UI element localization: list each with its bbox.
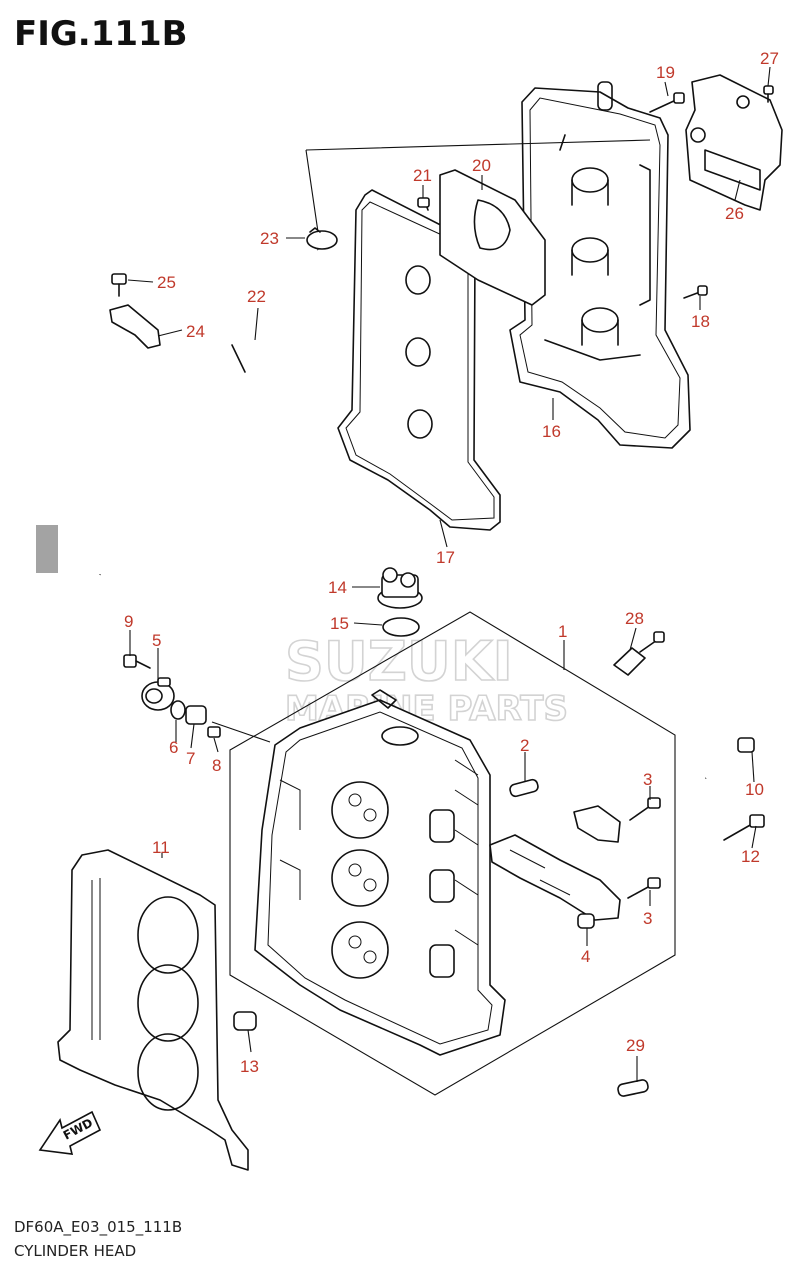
part-number-7: 7 xyxy=(186,749,195,768)
part-number-15: 15 xyxy=(330,614,349,633)
part-number-16: 16 xyxy=(542,422,561,441)
spark-plug xyxy=(613,631,665,676)
o-ring-15 xyxy=(382,617,420,637)
pin-29 xyxy=(617,1079,649,1097)
cylinder-head-gasket xyxy=(57,849,249,1171)
bolt-27 xyxy=(763,85,774,103)
part-number-24: 24 xyxy=(186,322,205,341)
part-number-13: 13 xyxy=(240,1057,259,1076)
part-number-23: 23 xyxy=(260,229,279,248)
part-number-22: 22 xyxy=(247,287,266,306)
part-number-4: 4 xyxy=(581,947,590,966)
bolt-10 xyxy=(705,737,755,780)
part-number-2: 2 xyxy=(520,736,529,755)
bolt-12 xyxy=(723,814,765,841)
part-number-14: 14 xyxy=(328,578,347,597)
diagram-code: DF60A_E03_015_111B xyxy=(14,1218,183,1236)
part-number-27: 27 xyxy=(760,49,779,68)
part-number-21: 21 xyxy=(413,166,432,185)
thermostat-cap xyxy=(141,677,175,711)
bolt-3b xyxy=(627,877,661,899)
part-number-3a: 3 xyxy=(643,770,652,789)
clamp-bracket xyxy=(489,805,621,921)
diagram-caption: CYLINDER HEAD xyxy=(14,1242,137,1260)
hose-clip xyxy=(109,304,161,349)
figure-title: FIG.111B xyxy=(14,14,188,54)
part-number-29: 29 xyxy=(626,1036,645,1055)
part-number-18: 18 xyxy=(691,312,710,331)
cylinder-head-frame xyxy=(229,611,676,1096)
part-number-28: 28 xyxy=(625,609,644,628)
cylinder-head-cover xyxy=(509,81,691,449)
bolt-9 xyxy=(123,654,151,669)
part-number-6: 6 xyxy=(169,738,178,757)
o-ring-6 xyxy=(170,700,186,720)
bolt-25 xyxy=(111,273,127,297)
bolt-8 xyxy=(207,726,221,738)
thermostat-7 xyxy=(185,705,207,725)
bolt-3a xyxy=(629,797,661,821)
part-number-12: 12 xyxy=(741,847,760,866)
bolt-19 xyxy=(649,92,685,113)
dowel-pin-4 xyxy=(577,913,595,929)
part-number-17: 17 xyxy=(436,548,455,567)
part-number-8: 8 xyxy=(212,756,221,775)
part-number-9: 9 xyxy=(124,612,133,631)
fwd-arrow: FWD xyxy=(38,1110,102,1155)
part-number-25: 25 xyxy=(157,273,176,292)
part-number-11: 11 xyxy=(152,838,170,857)
part-number-10: 10 xyxy=(745,780,764,799)
part-number-19: 19 xyxy=(656,63,675,82)
part-number-5: 5 xyxy=(152,631,161,650)
bolt-21 xyxy=(417,197,430,211)
part-number-26: 26 xyxy=(725,204,744,223)
part-number-20: 20 xyxy=(472,156,491,175)
dowel-pin-2 xyxy=(509,778,539,798)
part-number-3b: 3 xyxy=(643,909,652,928)
cylinder-head-body xyxy=(254,689,506,1056)
breather-hose xyxy=(32,245,334,609)
bracket-cover xyxy=(685,74,783,211)
oil-filler-cap xyxy=(377,567,423,609)
hose-clamp xyxy=(306,227,338,250)
part-numbers: 1 2 3 3 4 5 6 7 8 9 10 11 12 13 14 15 16… xyxy=(124,49,779,1076)
dowel-pin-13 xyxy=(233,1011,257,1031)
cover-plate xyxy=(439,169,546,306)
watermark-line1: SUZUKI xyxy=(285,630,513,693)
bolt-18 xyxy=(683,285,708,299)
leader-lines xyxy=(127,66,771,1082)
part-number-1: 1 xyxy=(558,622,567,641)
